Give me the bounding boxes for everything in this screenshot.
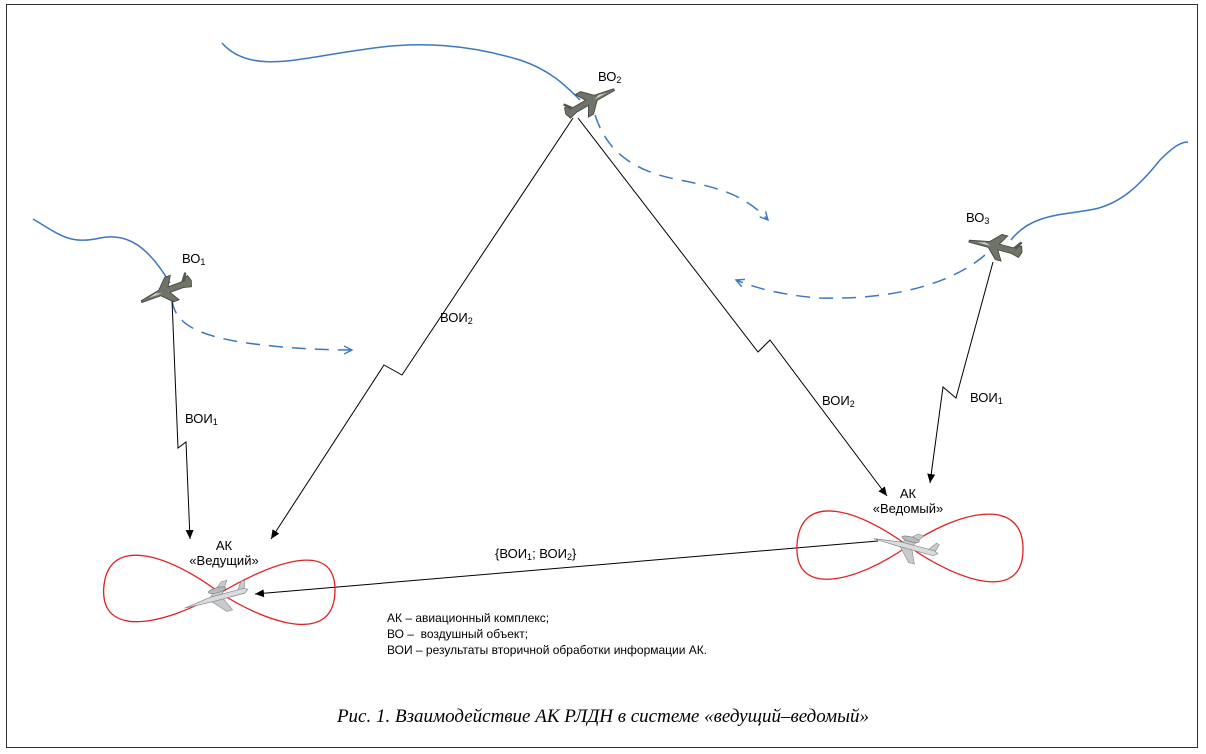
link-label-bo2-leader: ВОИ2 [440, 310, 473, 326]
link-bo2-follower [577, 117, 888, 497]
figure-frame [6, 4, 1198, 748]
link-bo1-leader [171, 299, 194, 540]
bo1-label: ВО1 [182, 251, 206, 267]
link-label-follower-leader: {ВОИ1; ВОИ2} [495, 546, 577, 562]
link-label-bo2-follower: ВОИ2 [822, 393, 855, 409]
bo2-trajectory [221, 42, 581, 101]
fighter-jet-icon [965, 226, 1026, 267]
bo1-trajectory [32, 218, 171, 284]
follower-label: АК «Ведомый» [872, 486, 944, 516]
bo3-label: ВО3 [966, 210, 990, 226]
link-label-bo1: ВОИ1 [185, 411, 218, 427]
link-bo2-leader [270, 117, 574, 540]
link-bo3-follower [927, 261, 994, 484]
legend: АК – авиационный комплекс; ВО – воздушны… [387, 610, 707, 658]
figure-caption: Рис. 1. Взаимодействие АК РЛДН в системе… [336, 706, 870, 727]
bo2-predicted-path [594, 114, 768, 220]
link-follower-leader [254, 540, 879, 598]
link-label-bo3: ВОИ1 [970, 390, 1003, 406]
bo1-predicted-path [171, 299, 352, 350]
leader-label: АК «Ведущий» [189, 538, 259, 568]
bo2-label: ВО2 [598, 69, 622, 85]
bo3-trajectory [1010, 141, 1189, 241]
awacs-aircraft-icon [180, 575, 253, 623]
fighter-jet-icon [135, 268, 197, 313]
legend-item: АК – авиационный комплекс; [387, 611, 550, 625]
fighter-jet-icon [559, 76, 621, 127]
bo3-predicted-path [736, 254, 986, 299]
legend-item: ВО – воздушный объект; [387, 627, 529, 641]
legend-item: ВОИ – результаты вторичной обработки инф… [387, 643, 708, 657]
